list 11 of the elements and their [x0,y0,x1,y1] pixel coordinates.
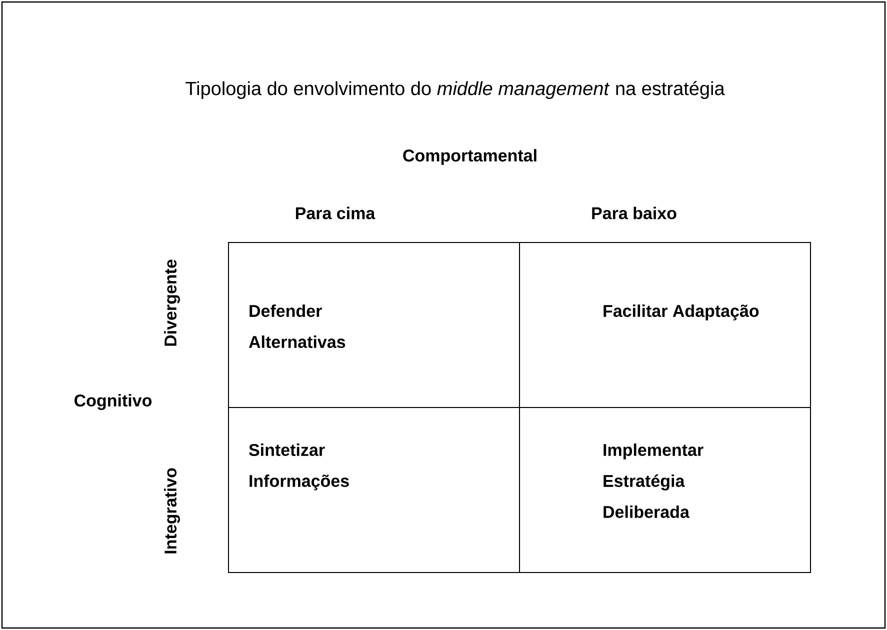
axis-label: Para cima [296,206,376,220]
axis-label: Para baixo [592,206,676,220]
title: Tipologia do envolvimento do middle management na estratégia [186,81,725,99]
axis-label: Comportamental [403,149,536,165]
quadrant-cell: Defender Alternativas [228,242,520,408]
axis-label: Divergente [164,260,180,346]
quadrant-cell: Facilitar Adaptação [519,242,811,408]
quadrant-cell: Sintetizar Informações [228,407,520,573]
axis-label: Integrativo [164,468,180,554]
quadrant-cell: Implementar Estratégia Deliberada [519,407,811,573]
axis-label: Cognitivo [74,394,152,410]
